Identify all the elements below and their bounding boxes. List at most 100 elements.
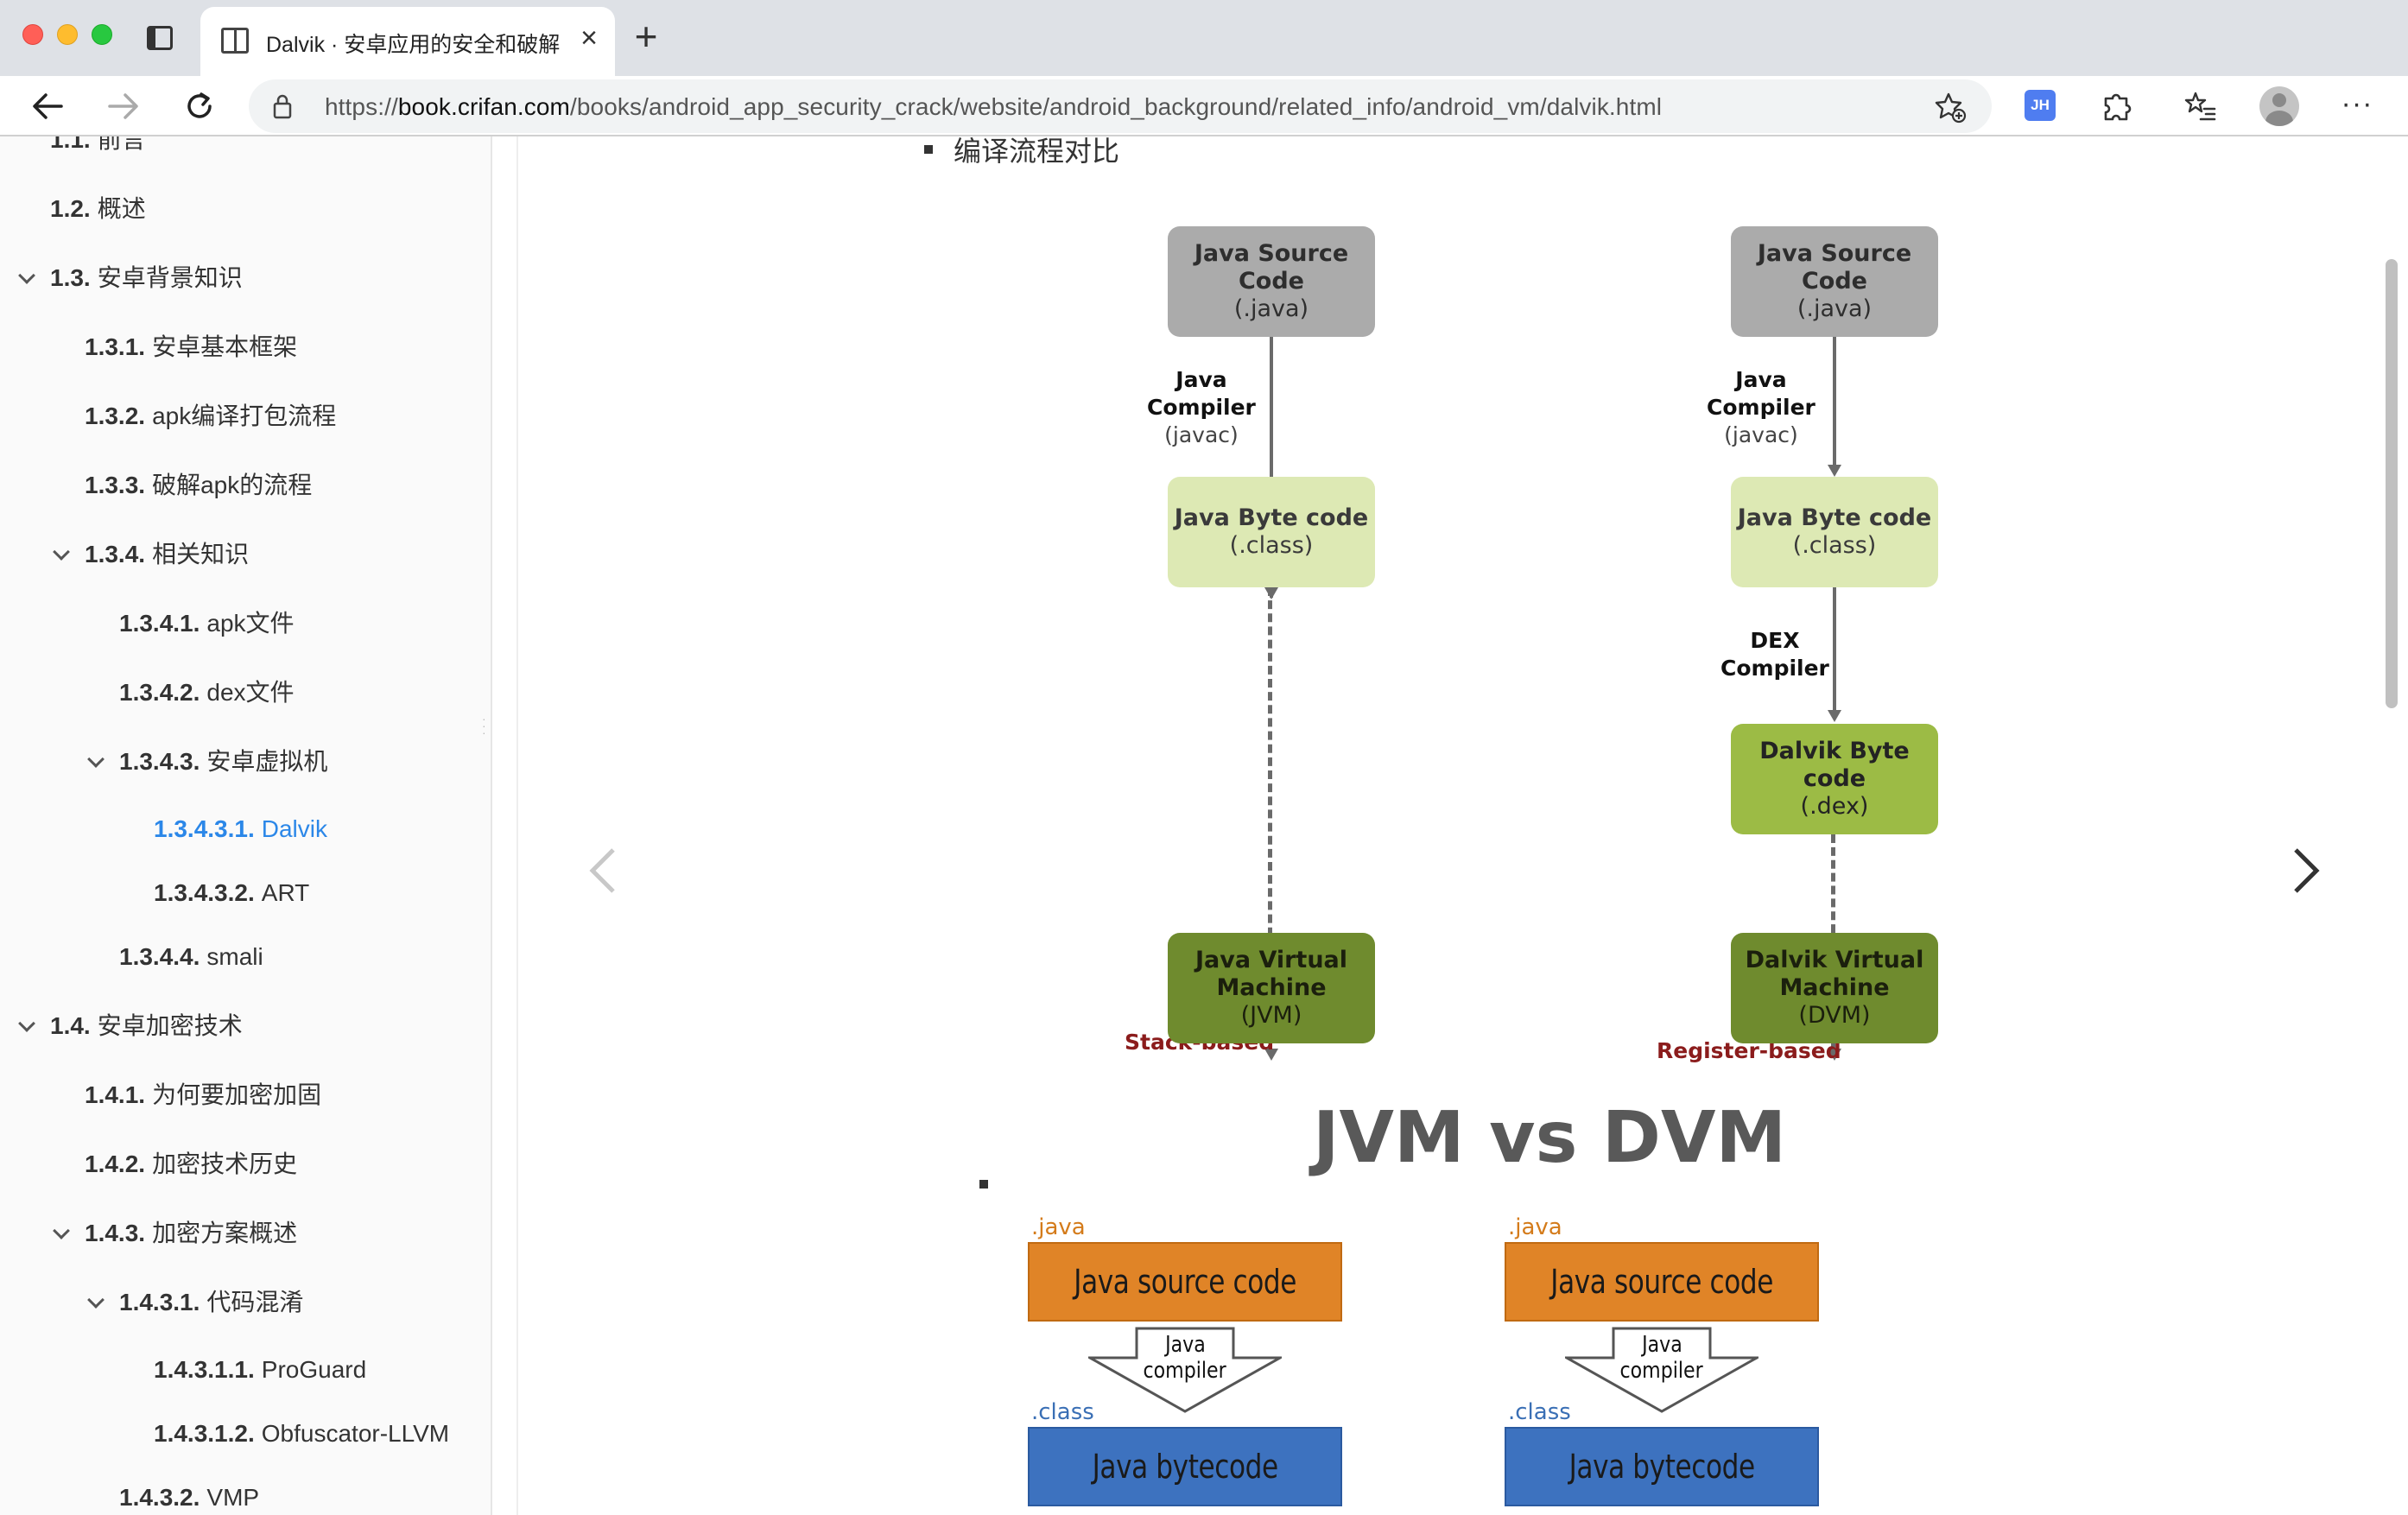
favorites-list-icon[interactable] — [2180, 86, 2220, 126]
address-bar[interactable]: https://book.crifan.com/books/android_ap… — [249, 79, 1992, 133]
more-menu-button[interactable]: ··· — [2341, 87, 2373, 120]
sidebar-item-number: 1.3.4. — [85, 541, 146, 567]
dvm-source-code-box: Java Source Code (.java) — [1731, 226, 1938, 337]
sidebar-item-1-4-3[interactable]: 1.4.3.加密方案概述 — [85, 1216, 297, 1251]
jvm-arrow-line — [1270, 337, 1273, 598]
sidebar-item-number: 1.4.3.2. — [119, 1484, 200, 1511]
sidebar-item-1-3-3[interactable]: 1.3.3.破解apk的流程 — [85, 468, 312, 503]
url-path: /books/android_app_security_crack/websit… — [569, 93, 1663, 120]
sidebar-item-1-4-1[interactable]: 1.4.1.为何要加密加固 — [85, 1078, 321, 1112]
sidebar-item-1-3-4-3-1[interactable]: 1.3.4.3.1.Dalvik — [154, 812, 327, 846]
chevron-down-icon[interactable] — [87, 751, 105, 768]
sidebar-item-1-3-4-2[interactable]: 1.3.4.2.dex文件 — [119, 675, 295, 710]
url-scheme: https:// — [325, 93, 398, 120]
sidebar-item-number: 1.4.3. — [85, 1220, 146, 1246]
sidebar-item-1-1[interactable]: 1.1. 前言 — [50, 136, 146, 157]
sidebar-item-1-3-4[interactable]: 1.3.4.相关知识 — [85, 537, 249, 572]
sidebar-item-1-3-4-3[interactable]: 1.3.4.3.安卓虚拟机 — [119, 745, 327, 779]
tab-actions-icon[interactable] — [147, 26, 173, 50]
right-java-source-box: Java source code — [1505, 1242, 1819, 1322]
reload-icon — [187, 92, 212, 118]
jvm-source-code-box: Java Source Code (.java) — [1168, 226, 1375, 337]
left-java-source-box: Java source code — [1028, 1242, 1342, 1322]
chevron-down-icon[interactable] — [87, 1291, 105, 1309]
new-tab-button[interactable]: + — [634, 14, 658, 59]
close-window-button[interactable] — [22, 24, 43, 45]
sidebar-item-label: 代码混淆 — [206, 1289, 304, 1315]
profile-avatar[interactable] — [2259, 86, 2299, 126]
sidebar-item-1-3-1[interactable]: 1.3.1.安卓基本框架 — [85, 330, 297, 364]
sidebar-item-label: Dalvik — [261, 815, 327, 842]
sidebar-item-1-4[interactable]: 1.4.安卓加密技术 — [50, 1009, 243, 1043]
sidebar-item-label: 破解apk的流程 — [152, 472, 313, 498]
back-button[interactable] — [26, 85, 69, 128]
chevron-down-icon[interactable] — [53, 1222, 70, 1239]
tab-title: Dalvik · 安卓应用的安全和破解 — [266, 33, 561, 57]
chevron-down-icon[interactable] — [18, 267, 35, 284]
sidebar-item-number: 1.3.4.3. — [119, 748, 200, 775]
sidebar-item-label: ProGuard — [261, 1356, 367, 1383]
sidebar-item-1-3-4-3-2[interactable]: 1.3.4.3.2.ART — [154, 876, 309, 910]
sidebar-item-label: 安卓加密技术 — [97, 1012, 243, 1039]
sidebar-item-number: 1.3.4.3.1. — [154, 815, 255, 842]
zoom-window-button[interactable] — [92, 24, 112, 45]
url-text[interactable]: https://book.crifan.com/books/android_ap… — [325, 93, 1662, 121]
browser-tab[interactable]: Dalvik · 安卓应用的安全和破解 × — [200, 7, 615, 76]
right-java-bytecode-box: Java bytecode — [1505, 1427, 1819, 1506]
sidebar-item-number: 1.3.4.4. — [119, 943, 200, 970]
sidebar-item-1-3-4-4[interactable]: 1.3.4.4.smali — [119, 940, 263, 974]
left-compiler-arrow — [1088, 1327, 1282, 1413]
sidebar-item-number: 1.3.1. — [85, 333, 146, 360]
dalvik-bytecode-box: Dalvik Byte code (.dex) — [1731, 724, 1938, 834]
sidebar-item-label: apk编译打包流程 — [152, 403, 337, 429]
chevron-down-icon[interactable] — [53, 543, 70, 561]
sidebar-item-number: 1.3.2. — [85, 403, 146, 429]
dvm-arrow-line-1 — [1833, 337, 1836, 466]
jvm-dashed-line — [1268, 587, 1272, 1054]
sidebar-item-1-3-2[interactable]: 1.3.2.apk编译打包流程 — [85, 399, 336, 434]
sidebar-resize-handle[interactable]: ··· — [482, 712, 486, 739]
carousel-next-button[interactable] — [2289, 845, 2323, 897]
lock-icon[interactable] — [273, 93, 292, 119]
sidebar-item-1-4-3-1-2[interactable]: 1.4.3.1.2.Obfuscator-LLVM — [154, 1417, 449, 1451]
main-scrollbar[interactable] — [2386, 259, 2398, 708]
url-host: book.crifan.com — [397, 93, 570, 120]
left-class-ext-label: .class — [1031, 1399, 1094, 1425]
sidebar-item-label: 概述 — [97, 195, 146, 222]
sidebar-item-label: 安卓基本框架 — [152, 333, 298, 360]
sidebar-item-label: 安卓虚拟机 — [206, 748, 328, 775]
sidebar-item-label: 加密方案概述 — [152, 1220, 298, 1246]
minimize-window-button[interactable] — [57, 24, 78, 45]
sidebar-item-number: 1.3. — [50, 264, 91, 291]
extension-jh-button[interactable]: JH — [2025, 90, 2056, 121]
sidebar-item-number: 1.1. — [50, 136, 91, 153]
sidebar-item-1-4-3-1[interactable]: 1.4.3.1.代码混淆 — [119, 1285, 303, 1320]
sidebar-item-number: 1.2. — [50, 195, 91, 222]
sidebar-item-label: 前言 — [97, 136, 146, 153]
sidebar-item-1-4-3-1-1[interactable]: 1.4.3.1.1.ProGuard — [154, 1353, 366, 1387]
forward-button[interactable] — [102, 85, 145, 128]
chevron-down-icon[interactable] — [18, 1015, 35, 1032]
sidebar-item-label: 加密技术历史 — [152, 1151, 298, 1177]
sidebar-item-1-4-3-2[interactable]: 1.4.3.2.VMP — [119, 1480, 259, 1515]
carousel-prev-button[interactable] — [586, 845, 620, 897]
diagram-title: JVM vs DVM — [1313, 1097, 1787, 1179]
sidebar-item-1-2[interactable]: 1.2.概述 — [50, 192, 146, 226]
sidebar-item-label: ART — [261, 879, 310, 906]
sidebar-item-1-3-4-1[interactable]: 1.3.4.1.apk文件 — [119, 606, 295, 641]
sidebar-item-1-3[interactable]: 1.3.安卓背景知识 — [50, 261, 243, 295]
dvm-arrowhead-2 — [1828, 710, 1841, 722]
sidebar-item-label: 安卓背景知识 — [97, 264, 243, 291]
section-bullet-text: 编译流程对比 — [954, 136, 1120, 167]
arrow-right-icon — [108, 93, 138, 119]
sidebar-item-1-4-2[interactable]: 1.4.2.加密技术历史 — [85, 1147, 297, 1182]
add-favorite-icon[interactable] — [1933, 90, 1968, 124]
extensions-puzzle-icon[interactable] — [2097, 86, 2137, 126]
left-java-ext-label: .java — [1031, 1214, 1086, 1240]
sidebar-item-number: 1.4.3.1. — [119, 1289, 200, 1315]
tab-close-button[interactable]: × — [580, 22, 598, 54]
sidebar-item-label: 为何要加密加固 — [152, 1081, 322, 1108]
reload-button[interactable] — [178, 85, 221, 128]
